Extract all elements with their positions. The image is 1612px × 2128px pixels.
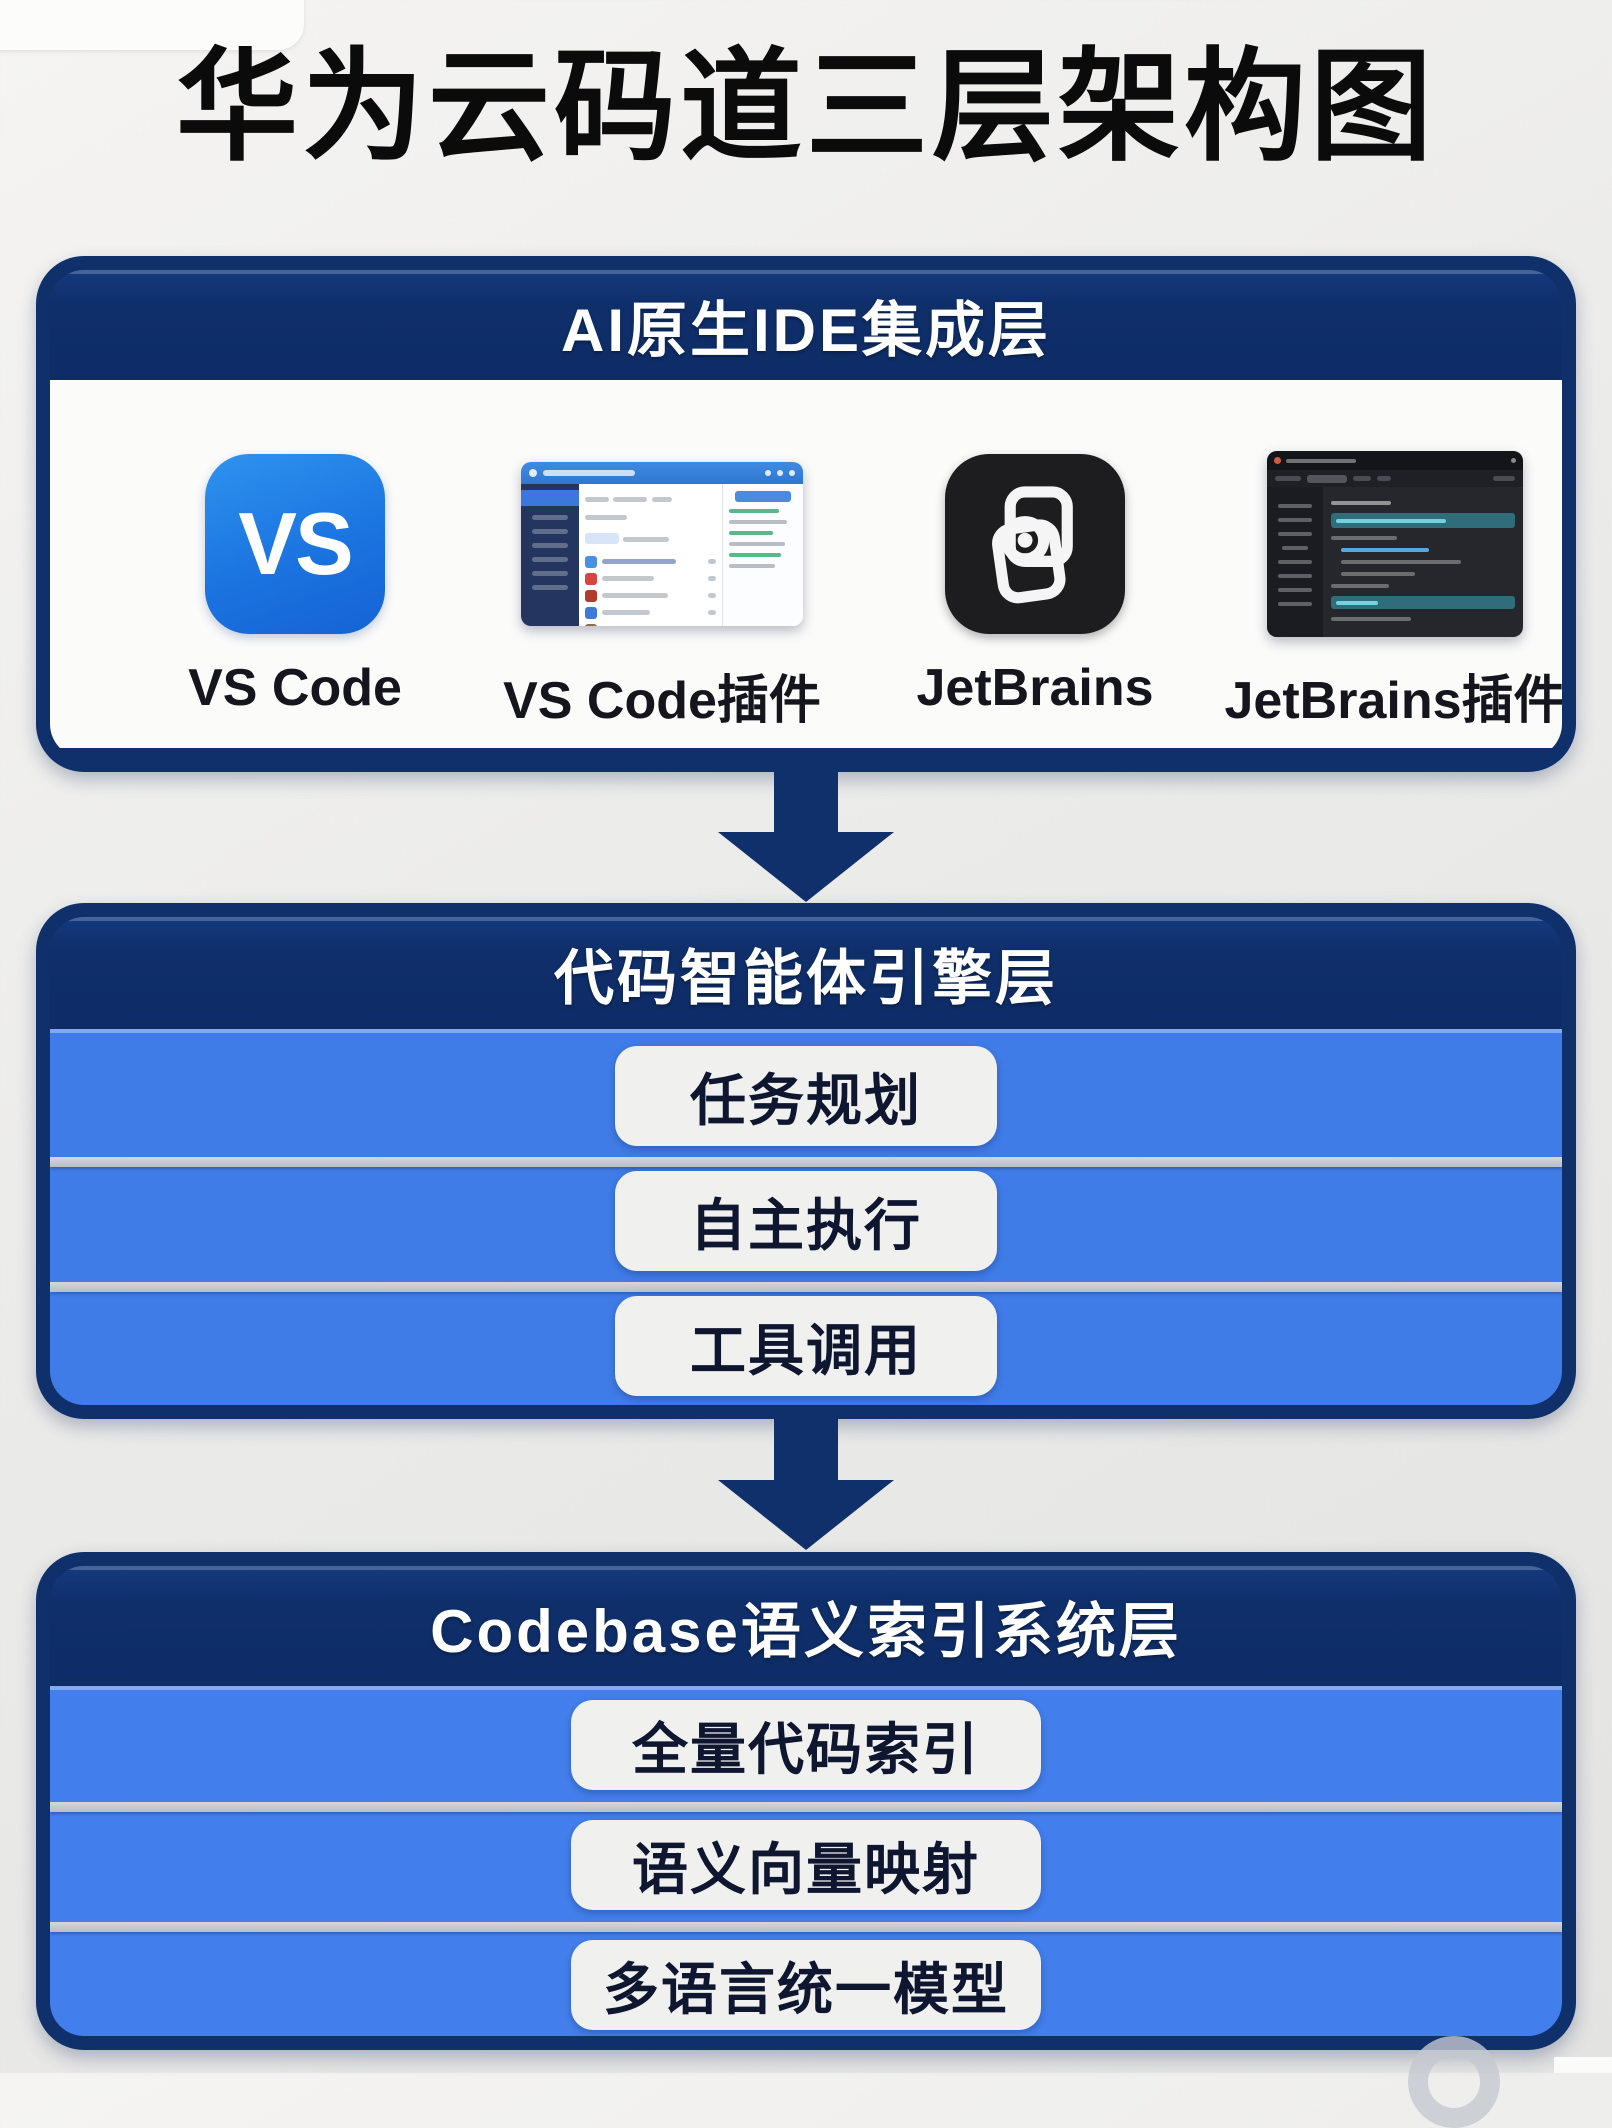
bottom-right-watermark-icon bbox=[1408, 2036, 1500, 2128]
jetbrains-logo-glyph bbox=[992, 486, 1073, 604]
arrow-head bbox=[718, 832, 894, 902]
jetbrains-icon-zone bbox=[945, 438, 1125, 650]
jetbrains-label: JetBrains bbox=[916, 659, 1154, 717]
vscode-plugin-window-thumbnail bbox=[521, 462, 803, 626]
layer-ide-box: AI原生IDE集成层 VS VS Code bbox=[36, 256, 1576, 772]
arrow-stem bbox=[774, 1414, 838, 1482]
layer-agent-engine-box: 代码智能体引擎层 任务规划 自主执行 工具调用 bbox=[36, 903, 1576, 1419]
layer-ide-header-label: AI原生IDE集成层 bbox=[560, 296, 1052, 364]
ide-item-vscode-plugin: VS Code插件 bbox=[502, 380, 822, 748]
pill-full-code-index: 全量代码索引 bbox=[571, 1700, 1041, 1790]
ide-item-jetbrains-plugin: JetBrains插件 bbox=[1225, 380, 1562, 748]
pill-task-planning: 任务规划 bbox=[615, 1046, 997, 1146]
vscode-badge-text: VS bbox=[238, 494, 353, 593]
jetbrains-icon bbox=[945, 454, 1125, 634]
page-title: 华为云码道三层架构图 bbox=[176, 39, 1436, 175]
window-content bbox=[1323, 487, 1523, 637]
window-toolbar bbox=[1267, 470, 1523, 487]
layer-ide-body: VS VS Code bbox=[50, 380, 1562, 748]
window-titlebar bbox=[1267, 451, 1523, 470]
jetbrains-plugin-label: JetBrains插件 bbox=[1224, 672, 1566, 730]
jetbrains-plugin-window-thumbnail bbox=[1267, 451, 1523, 637]
layer-agent-engine-body: 任务规划 自主执行 工具调用 bbox=[50, 1029, 1562, 1405]
pill-semantic-vector-map: 语义向量映射 bbox=[571, 1820, 1041, 1910]
separator-line bbox=[50, 1157, 1562, 1167]
pill-tool-invocation: 工具调用 bbox=[615, 1296, 997, 1396]
separator-line bbox=[50, 1922, 1562, 1932]
layer-codebase-index-box: Codebase语义索引系统层 全量代码索引 语义向量映射 多语言统一模型 bbox=[36, 1552, 1576, 2050]
separator-line bbox=[50, 1282, 1562, 1292]
window-titlebar bbox=[521, 462, 803, 484]
layer-codebase-index-header: Codebase语义索引系统层 bbox=[50, 1566, 1562, 1686]
arrow-stem bbox=[774, 766, 838, 834]
vscode-icon: VS bbox=[205, 454, 385, 634]
layer-codebase-index-header-label: Codebase语义索引系统层 bbox=[430, 1597, 1182, 1665]
layer-ide-header: AI原生IDE集成层 bbox=[50, 270, 1562, 380]
vscode-label: VS Code bbox=[188, 659, 402, 717]
ide-item-vscode: VS VS Code bbox=[135, 380, 455, 748]
arrow-head bbox=[718, 1480, 894, 1550]
window-extension-list bbox=[579, 484, 722, 626]
ide-item-jetbrains: JetBrains bbox=[875, 380, 1195, 748]
layer-codebase-index-body: 全量代码索引 语义向量映射 多语言统一模型 bbox=[50, 1686, 1562, 2036]
vscode-plugin-label: VS Code插件 bbox=[503, 672, 821, 730]
vscode-plugin-icon-zone bbox=[521, 438, 803, 650]
jetbrains-plugin-icon-zone bbox=[1267, 438, 1523, 650]
window-sidebar bbox=[521, 484, 579, 626]
pill-multilang-model: 多语言统一模型 bbox=[571, 1940, 1041, 2030]
vscode-icon-zone: VS bbox=[205, 438, 385, 650]
layer-agent-engine-header: 代码智能体引擎层 bbox=[50, 917, 1562, 1029]
window-detail-panel bbox=[722, 484, 803, 626]
separator-line bbox=[50, 1802, 1562, 1812]
window-sidebar bbox=[1267, 487, 1323, 637]
bottom-right-corner-fragment bbox=[1554, 2057, 1612, 2073]
top-left-watermark bbox=[0, 0, 304, 50]
layer-agent-engine-header-label: 代码智能体引擎层 bbox=[554, 944, 1058, 1012]
pill-autonomous-exec: 自主执行 bbox=[615, 1171, 997, 1271]
